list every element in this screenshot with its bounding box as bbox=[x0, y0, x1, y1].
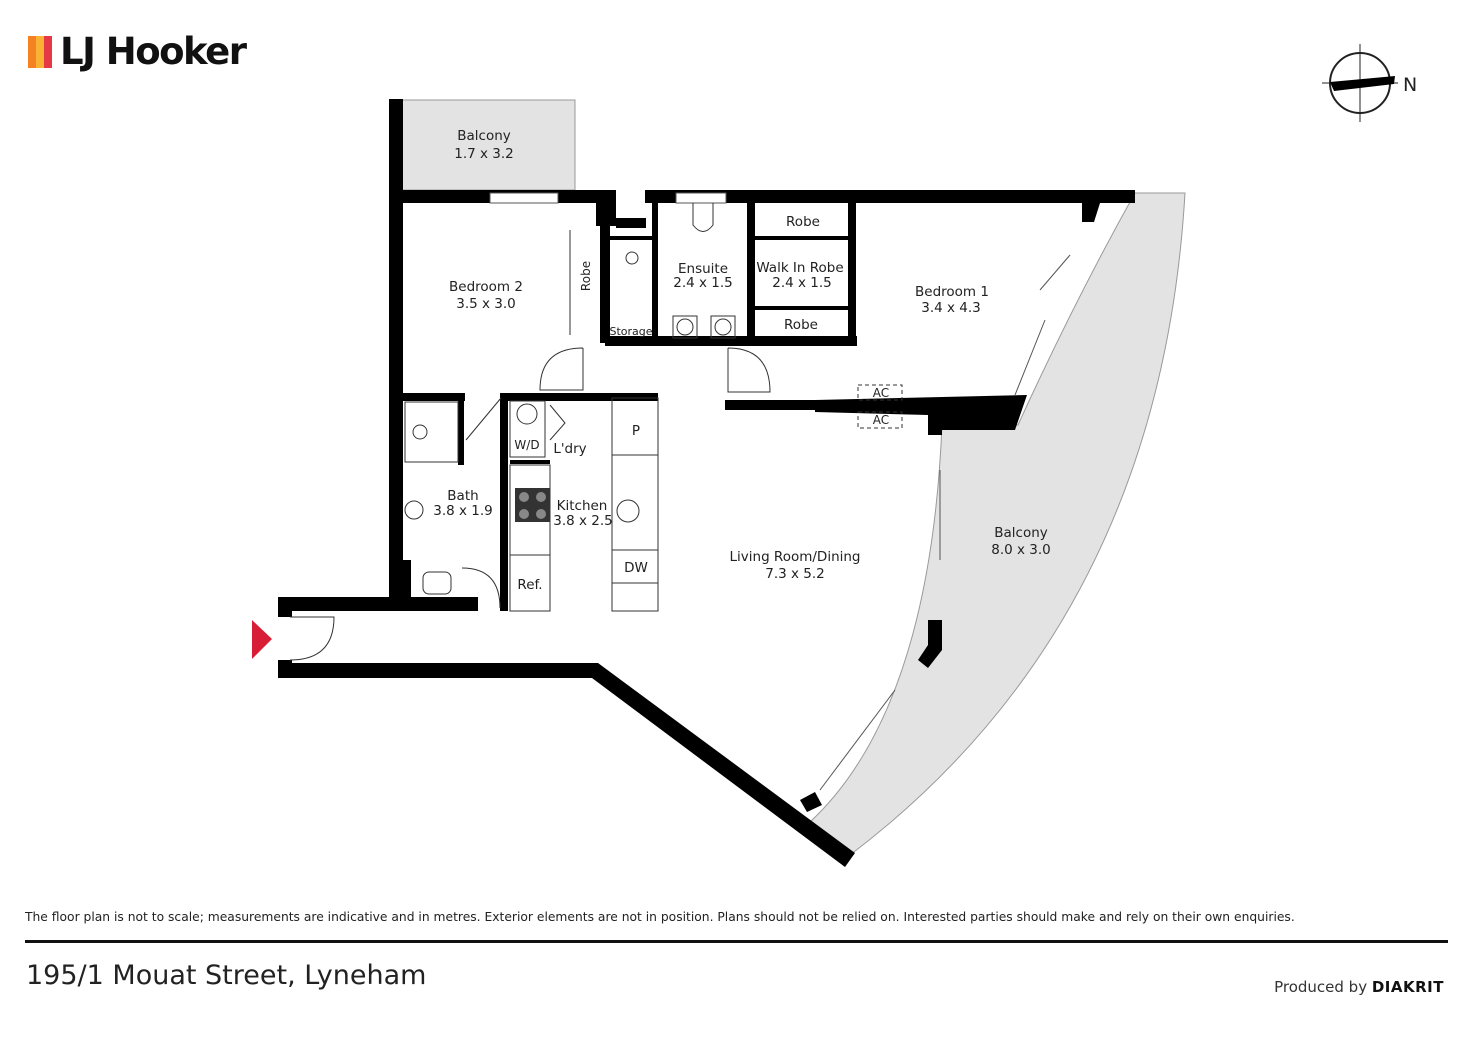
bedroom2-name: Bedroom 2 bbox=[449, 279, 523, 295]
compass-label: N bbox=[1403, 74, 1417, 96]
disclaimer-text: The floor plan is not to scale; measurem… bbox=[25, 910, 1295, 924]
balcony-small-name: Balcony bbox=[457, 128, 511, 144]
dishwasher-label: DW bbox=[624, 560, 648, 576]
room-labels: Balcony 1.7 x 3.2 Bedroom 2 3.5 x 3.0 Ro… bbox=[433, 128, 1051, 593]
exterior-walls bbox=[278, 99, 1135, 867]
kitchen-size: 3.8 x 2.5 bbox=[553, 513, 613, 529]
walkin-size: 2.4 x 1.5 bbox=[772, 275, 832, 291]
ensuite-size: 2.4 x 1.5 bbox=[673, 275, 733, 291]
brand-bar-yellow bbox=[36, 36, 44, 68]
robe-b2-label: Robe bbox=[579, 261, 593, 291]
footer-divider bbox=[25, 940, 1448, 943]
brand-bars bbox=[28, 36, 52, 68]
wd-label: W/D bbox=[514, 438, 539, 452]
robe-top-label: Robe bbox=[786, 214, 820, 230]
ac-top-label: AC bbox=[873, 386, 889, 400]
balcony-large-size: 8.0 x 3.0 bbox=[991, 542, 1051, 558]
robe-bottom-label: Robe bbox=[784, 317, 818, 333]
ac-bottom-label: AC bbox=[873, 413, 889, 427]
producer-name: DIAKRIT bbox=[1371, 978, 1444, 996]
fixtures bbox=[404, 203, 903, 612]
ensuite-name: Ensuite bbox=[678, 261, 728, 277]
storage-label: Storage bbox=[609, 325, 652, 338]
laundry-label: L'dry bbox=[553, 441, 586, 457]
floor-plan: N Balcony 1.7 x 3.2 Bedroom 2 3.5 x 3.0 … bbox=[252, 44, 1417, 867]
kitchen-name: Kitchen bbox=[557, 498, 608, 514]
bedroom2-size: 3.5 x 3.0 bbox=[456, 296, 516, 312]
balcony-large-name: Balcony bbox=[994, 525, 1048, 541]
produced-by-label: Produced by bbox=[1274, 978, 1368, 996]
bedroom1-name: Bedroom 1 bbox=[915, 284, 989, 300]
living-name: Living Room/Dining bbox=[730, 549, 861, 565]
bath-size: 3.8 x 1.9 bbox=[433, 503, 493, 519]
cooktop bbox=[515, 488, 550, 522]
producer-credit: Produced by DIAKRIT bbox=[1274, 978, 1444, 996]
balcony-small-size: 1.7 x 3.2 bbox=[454, 146, 514, 162]
entry-arrow-icon bbox=[252, 620, 272, 659]
brand-logo: LJ Hooker bbox=[28, 30, 247, 74]
brand-bar-red bbox=[44, 36, 52, 68]
brand-name: LJ Hooker bbox=[60, 30, 247, 73]
fridge-label: Ref. bbox=[517, 577, 542, 593]
balcony-small-area bbox=[399, 99, 576, 191]
walkin-name: Walk In Robe bbox=[756, 260, 843, 276]
windows bbox=[489, 192, 1071, 791]
doors bbox=[289, 230, 771, 661]
living-size: 7.3 x 5.2 bbox=[765, 566, 825, 582]
balcony-large-area bbox=[809, 192, 1186, 856]
property-address: 195/1 Mouat Street, Lyneham bbox=[26, 960, 427, 991]
bedroom1-size: 3.4 x 4.3 bbox=[921, 300, 981, 316]
bath-name: Bath bbox=[447, 488, 478, 504]
pantry-label: P bbox=[632, 423, 640, 439]
brand-bar-orange bbox=[28, 36, 36, 68]
compass-icon bbox=[1322, 44, 1398, 122]
interior-walls bbox=[403, 203, 857, 611]
